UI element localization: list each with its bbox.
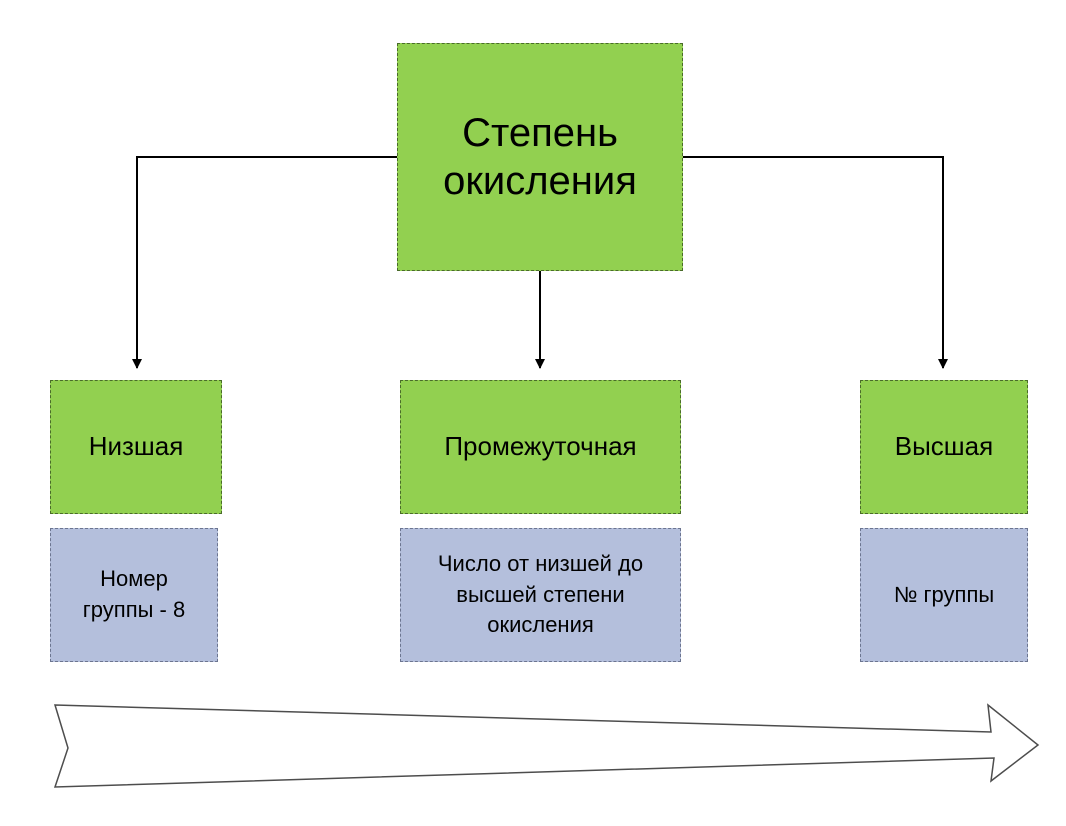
connector-root-to-high	[683, 156, 948, 369]
root-node-label: Степень окисления	[443, 111, 637, 203]
root-node-oxidation-state: Степень окисления	[397, 43, 683, 271]
level-node-high-label: Высшая	[894, 431, 994, 462]
level-node-low-label: Низшая	[88, 431, 184, 462]
description-node-high-text: № группы	[893, 581, 995, 607]
level-node-low: Низшая	[50, 380, 222, 514]
description-node-mid-text: Число от низшей до высшей степени окисле…	[437, 550, 644, 638]
level-node-mid: Промежуточная	[400, 380, 681, 514]
description-node-low: Номер группы - 8	[50, 528, 218, 662]
description-node-low-text: Номер группы - 8	[82, 566, 186, 622]
scale-arrow	[53, 703, 1040, 788]
level-node-high: Высшая	[860, 380, 1028, 514]
level-node-mid-label: Промежуточная	[444, 431, 637, 462]
description-node-mid: Число от низшей до высшей степени окисле…	[400, 528, 681, 662]
connector-root-to-low	[132, 156, 397, 369]
description-node-high: № группы	[860, 528, 1028, 662]
